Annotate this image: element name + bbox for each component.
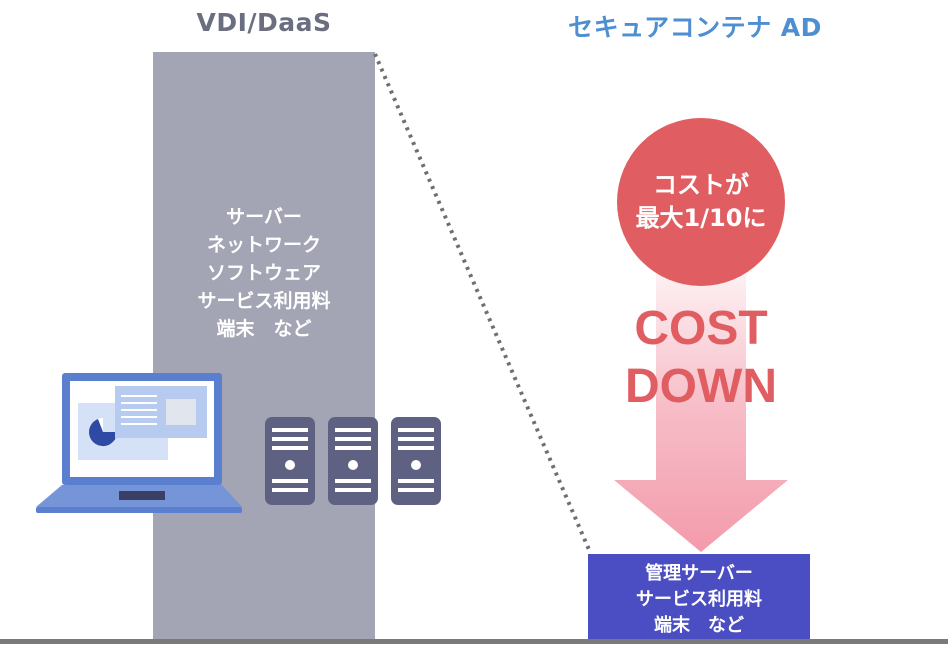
cost-word: COST: [634, 302, 768, 355]
cost-down-arrow: [614, 270, 788, 552]
server-icon: [391, 417, 441, 505]
vdi-cost-items: サーバー ネットワーク ソフトウェア サービス利用料 端末 など: [153, 203, 375, 343]
secure-container-cost-bar: [588, 554, 810, 644]
cost-reduction-badge: コストが 最大1/10に: [617, 118, 785, 286]
baseline-ground: [0, 639, 948, 644]
cost-down-label: COST DOWN: [590, 300, 812, 416]
sc-item-device: 端末 など: [654, 615, 744, 636]
secure-container-title: セキュアコンテナ AD: [568, 13, 822, 42]
vdi-item-server: サーバー: [226, 206, 302, 228]
badge-line-1: コストが: [653, 171, 749, 199]
server-icon: [328, 417, 378, 505]
vdi-daas-title: VDI/DaaS: [196, 8, 332, 37]
vdi-item-device: 端末 など: [216, 318, 312, 340]
down-word: DOWN: [625, 360, 777, 413]
laptop-icon: [36, 373, 242, 513]
vdi-cost-bar: [153, 52, 375, 644]
badge-line-2: 最大1/10に: [635, 204, 767, 232]
vdi-item-network: ネットワーク: [206, 234, 321, 256]
sc-item-service-fee: サービス利用料: [636, 589, 762, 610]
cost-slope-dotted-line: [373, 53, 592, 553]
server-icon: [265, 417, 315, 505]
sc-item-management-server: 管理サーバー: [645, 563, 753, 584]
vdi-item-software: ソフトウェア: [206, 262, 321, 284]
secure-container-cost-items: 管理サーバー サービス利用料 端末 など: [588, 561, 810, 639]
vdi-item-service-fee: サービス利用料: [197, 290, 331, 312]
